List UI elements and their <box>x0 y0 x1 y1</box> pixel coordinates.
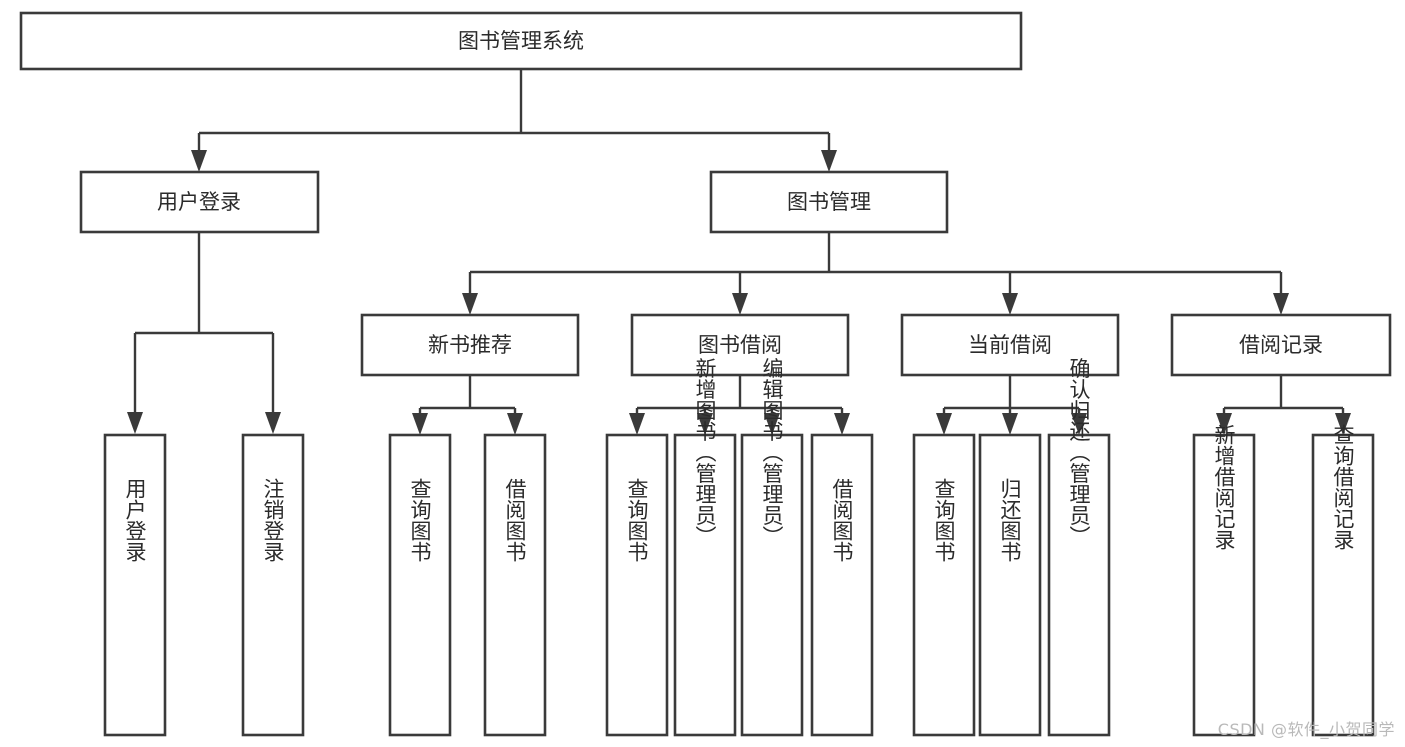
arrow-new-book <box>462 293 478 315</box>
leaf-new-book-1[interactable]: 借阅图书 <box>483 433 547 737</box>
arrow-user-login <box>191 150 207 172</box>
leaf-borrow-record-0[interactable]: 新增借阅记录 <box>1192 424 1256 737</box>
node-book-management-box[interactable] <box>709 170 949 234</box>
leaf-current-borrow-0-box[interactable] <box>912 433 976 737</box>
leaf-book-borrow-0[interactable]: 查询图书 <box>605 433 669 737</box>
arrow-cur-leaf-1 <box>1002 413 1018 435</box>
node-user-login-box[interactable] <box>79 170 320 234</box>
node-root-label: 图书管理系统 <box>458 29 584 53</box>
leaf-borrow-record-0-label: 新增借阅记录 <box>1212 424 1236 550</box>
node-borrow-record-label: 借阅记录 <box>1239 333 1323 357</box>
node-book-borrow-label: 图书借阅 <box>698 333 782 357</box>
leaf-current-borrow-2-label: 确认归还（管理员） <box>1067 358 1091 547</box>
arrow-bw-leaf-0 <box>629 413 645 435</box>
leaf-book-borrow-3-label: 借阅图书 <box>830 478 854 562</box>
arrow-bw-leaf-1 <box>697 413 713 435</box>
node-new-book-recommend-box[interactable] <box>360 313 580 377</box>
connector-layer <box>127 70 1351 435</box>
leaf-user-login-0-label: 用户登录 <box>123 478 147 562</box>
leaf-book-borrow-0-box[interactable] <box>605 433 669 737</box>
node-new-book-recommend[interactable]: 新书推荐 <box>360 313 580 377</box>
leaf-user-login-0[interactable]: 用户登录 <box>103 433 167 737</box>
leaf-book-borrow-1-box[interactable] <box>673 433 737 737</box>
arrow-current <box>1002 293 1018 315</box>
leaf-borrow-record-1-box[interactable] <box>1311 433 1375 737</box>
node-current-borrow[interactable]: 当前借阅 <box>900 313 1120 377</box>
node-current-borrow-label: 当前借阅 <box>968 333 1052 357</box>
leaf-borrow-record-1-label: 查询借阅记录 <box>1331 424 1355 550</box>
node-user-login[interactable]: 用户登录 <box>79 170 320 234</box>
leaf-current-borrow-1-box[interactable] <box>978 433 1042 737</box>
leaf-user-login-0-box[interactable] <box>103 433 167 737</box>
arrow-borrow <box>732 293 748 315</box>
leaf-book-borrow-3-box[interactable] <box>810 433 874 737</box>
arrow-nb-leaf-0 <box>412 413 428 435</box>
arrow-cur-leaf-2 <box>1071 413 1087 435</box>
node-book-borrow-box[interactable] <box>630 313 850 377</box>
node-borrow-record[interactable]: 借阅记录 <box>1170 313 1392 377</box>
arrow-bw-leaf-3 <box>834 413 850 435</box>
node-current-borrow-box[interactable] <box>900 313 1120 377</box>
leaf-user-login-1-box[interactable] <box>241 433 305 737</box>
leaf-book-borrow-2-box[interactable] <box>740 433 804 737</box>
arrow-record <box>1273 293 1289 315</box>
leaf-new-book-0-box[interactable] <box>388 433 452 737</box>
leaf-current-borrow-2[interactable]: 确认归还（管理员） <box>1047 358 1111 737</box>
arrow-nb-leaf-1 <box>507 413 523 435</box>
leaf-book-borrow-2-label: 编辑图书（管理员） <box>760 358 784 547</box>
leaf-book-borrow-1[interactable]: 新增图书（管理员） <box>673 358 737 737</box>
arrow-cur-leaf-0 <box>936 413 952 435</box>
arrow-rec-leaf-0 <box>1216 413 1232 435</box>
leaf-borrow-record-1[interactable]: 查询借阅记录 <box>1311 424 1375 737</box>
leaf-current-borrow-1-label: 归还图书 <box>998 478 1022 562</box>
node-book-management[interactable]: 图书管理 <box>709 170 949 234</box>
leaf-book-borrow-3[interactable]: 借阅图书 <box>810 433 874 737</box>
leaf-new-book-0-label: 查询图书 <box>408 478 432 562</box>
node-root[interactable]: 图书管理系统 <box>19 11 1023 71</box>
arrow-ul-leaf-0 <box>127 412 143 434</box>
node-borrow-record-box[interactable] <box>1170 313 1392 377</box>
arrow-book-mgmt <box>821 150 837 172</box>
leaf-current-borrow-1[interactable]: 归还图书 <box>978 433 1042 737</box>
leaf-borrow-record-0-box[interactable] <box>1192 433 1256 737</box>
arrow-rec-leaf-1 <box>1335 413 1351 435</box>
node-new-book-recommend-label: 新书推荐 <box>428 333 512 357</box>
leaf-user-login-1[interactable]: 注销登录 <box>241 433 305 737</box>
node-user-login-label: 用户登录 <box>157 190 241 214</box>
leaf-book-borrow-2[interactable]: 编辑图书（管理员） <box>740 358 804 737</box>
leaf-user-login-1-label: 注销登录 <box>261 478 285 562</box>
arrow-bw-leaf-2 <box>764 413 780 435</box>
leaf-new-book-1-label: 借阅图书 <box>503 478 527 562</box>
leaf-book-borrow-0-label: 查询图书 <box>625 478 649 562</box>
arrow-ul-leaf-1 <box>265 412 281 434</box>
leaf-book-borrow-1-label: 新增图书（管理员） <box>693 358 717 547</box>
leaf-current-borrow-0-label: 查询图书 <box>932 478 956 562</box>
leaf-current-borrow-2-box[interactable] <box>1047 433 1111 737</box>
node-root-box[interactable] <box>19 11 1023 71</box>
leaf-new-book-0[interactable]: 查询图书 <box>388 433 452 737</box>
leaf-new-book-1-box[interactable] <box>483 433 547 737</box>
csdn-watermark: CSDN @软件_小贺同学 <box>1217 720 1395 739</box>
node-book-borrow[interactable]: 图书借阅 <box>630 313 850 377</box>
node-book-management-label: 图书管理 <box>787 190 871 214</box>
leaf-current-borrow-0[interactable]: 查询图书 <box>912 433 976 737</box>
